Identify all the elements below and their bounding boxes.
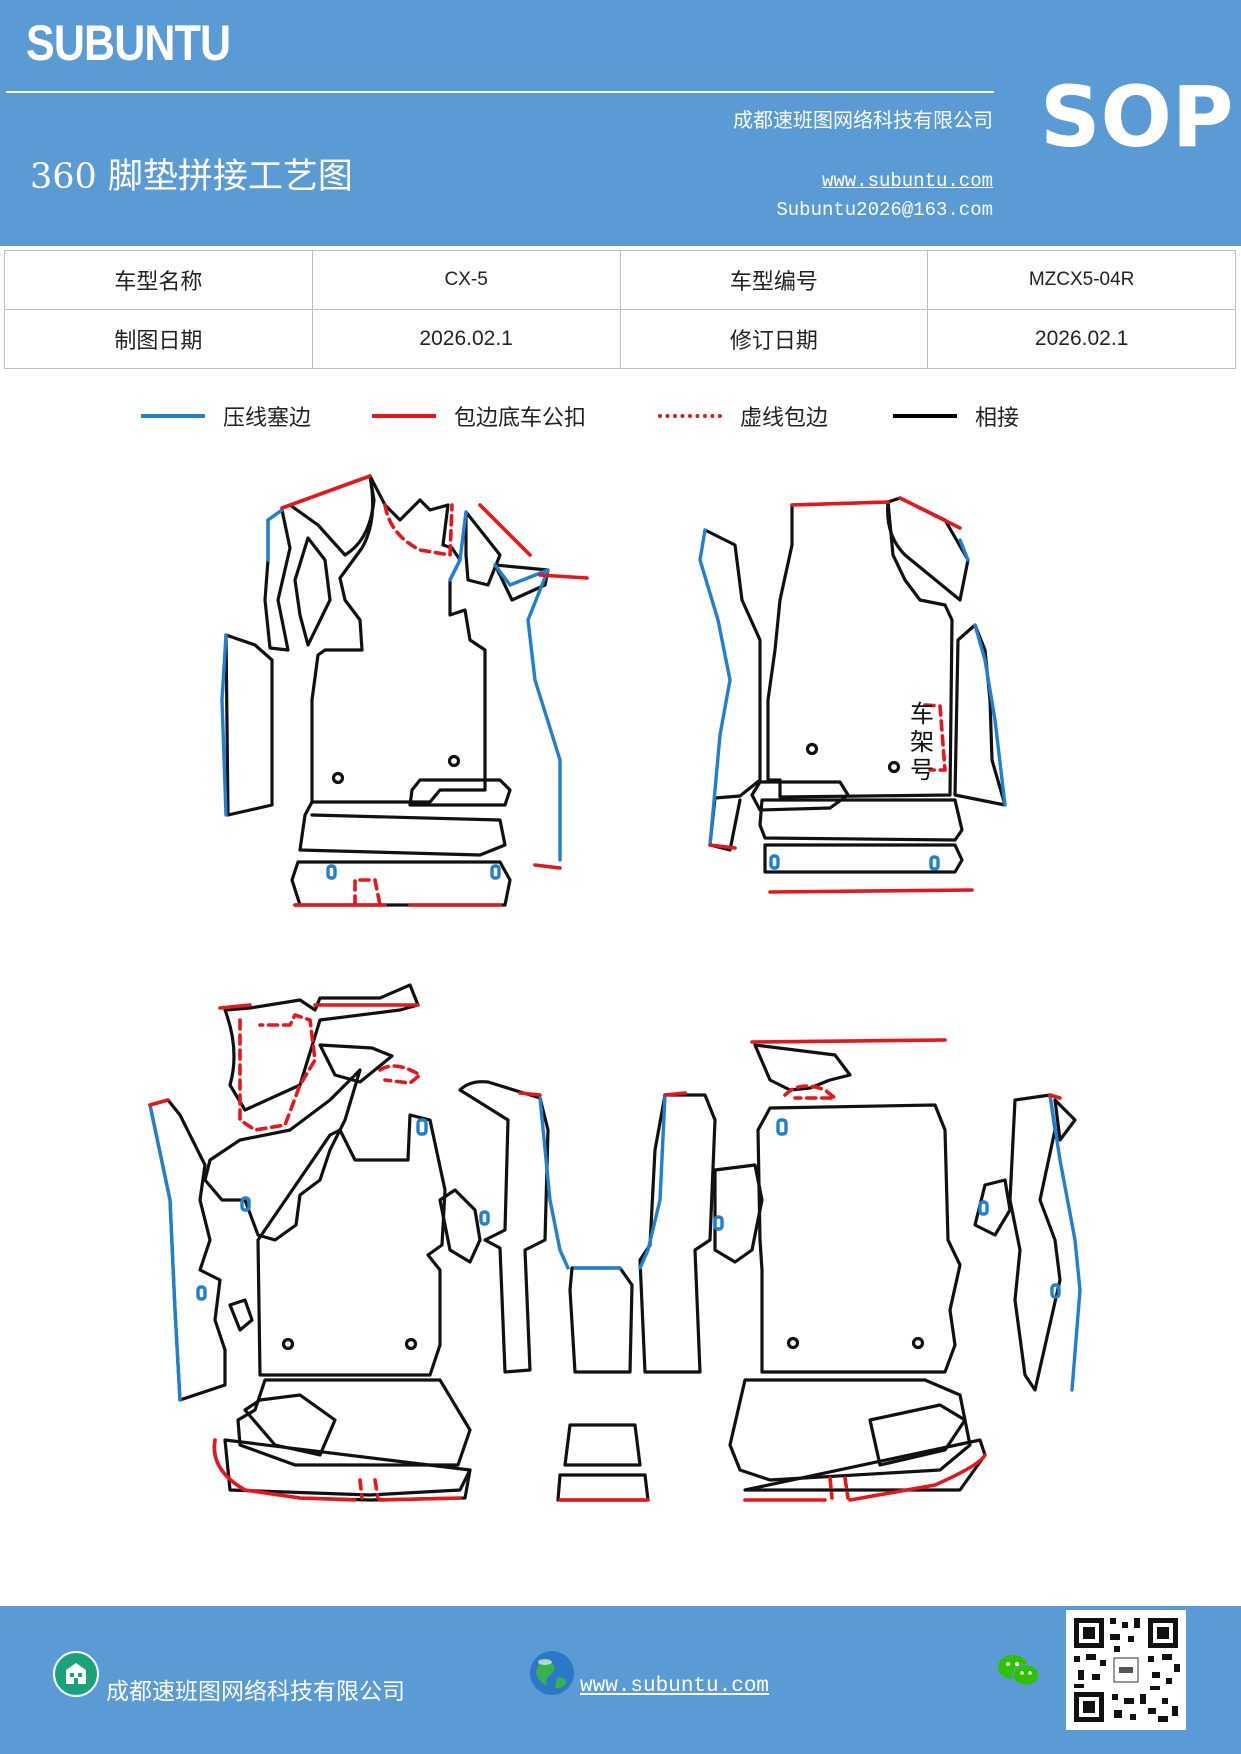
footer-website-link[interactable]: www.subuntu.com [580, 1675, 770, 1698]
draw-date-label: 制图日期 [4, 309, 313, 369]
legend-swatch-black [893, 414, 957, 418]
legend-item-dashed-edge: 虚线包边 [658, 400, 828, 432]
building-icon [53, 1651, 99, 1697]
legend-swatch-blue [141, 414, 205, 418]
legend-item-edge-buckle: 包边底车公扣 [372, 400, 586, 432]
wechat-icon[interactable] [996, 1651, 1042, 1691]
frame-label-char: 架 [910, 728, 934, 756]
revision-date-value: 2026.02.1 [927, 309, 1236, 369]
qr-code [1066, 1610, 1186, 1730]
table-row: 车型名称 CX-5 车型编号 MZCX5-04R [4, 250, 1236, 310]
model-code-label: 车型编号 [619, 250, 929, 310]
revision-date-label: 修订日期 [619, 309, 929, 369]
rear-center-mats [556, 1093, 717, 1502]
table-row: 制图日期 2026.02.1 修订日期 2026.02.1 [4, 309, 1236, 369]
frame-label-char: 车 [910, 700, 934, 728]
legend-label: 虚线包边 [740, 406, 829, 431]
model-code-value: MZCX5-04R [927, 250, 1236, 310]
legend-label: 包边底车公扣 [454, 406, 587, 431]
document-title: 360 脚垫拼接工艺图 [30, 157, 353, 197]
rear-right-mats [713, 1043, 1077, 1492]
draw-date-value: 2026.02.1 [311, 309, 621, 369]
legend-swatch-red [372, 414, 436, 418]
brand-logo: SUBUNTU [26, 15, 231, 71]
rear-left-mats [148, 983, 550, 1502]
model-name-value: CX-5 [311, 250, 621, 310]
legend-item-join: 相接 [893, 400, 1019, 432]
header-company: 成都速班图网络科技有限公司 [733, 108, 993, 132]
legend-label: 压线塞边 [223, 406, 312, 431]
front-left-mat [224, 474, 550, 907]
header-divider [6, 91, 994, 93]
header-email: Subuntu2026@163.com [776, 199, 993, 221]
frame-number-label: 车 架 号 [910, 700, 934, 784]
front-right-mat [703, 496, 1007, 874]
legend-label: 相接 [975, 406, 1020, 431]
legend-swatch-red-dashed [658, 414, 722, 418]
header-website-link[interactable]: www.subuntu.com [821, 170, 993, 192]
vehicle-info-table: 车型名称 CX-5 车型编号 MZCX5-04R 制图日期 2026.02.1 … [4, 250, 1236, 369]
frame-label-char: 号 [910, 756, 934, 784]
model-name-label: 车型名称 [4, 250, 313, 310]
header-banner: SUBUNTU 成都速班图网络科技有限公司 360 脚垫拼接工艺图 www.su… [0, 0, 1241, 246]
footer-company: 成都速班图网络科技有限公司 [106, 1679, 405, 1705]
globe-icon [530, 1651, 574, 1695]
legend-item-press-line: 压线塞边 [141, 400, 311, 432]
sop-badge: SOP [1040, 68, 1234, 166]
